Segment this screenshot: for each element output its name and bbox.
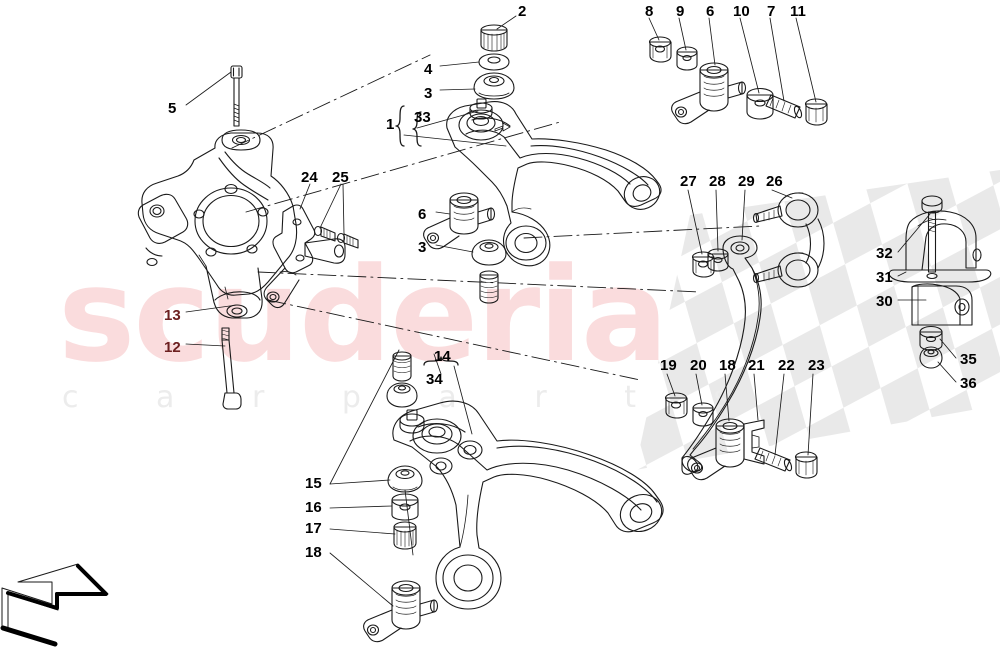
part-19-flange-nut	[664, 392, 688, 419]
part-21-retaining-bracket	[743, 419, 765, 465]
part-22-stud-bolt	[754, 447, 793, 472]
part-23-cap-nut	[794, 451, 818, 479]
part-4-washer	[478, 53, 510, 71]
callout-1[interactable]: 1	[386, 116, 395, 133]
callout-3b[interactable]: 3	[418, 239, 427, 256]
callout-2[interactable]: 2	[518, 3, 527, 20]
centerline-stabilizer	[523, 225, 761, 239]
part-36-nut	[919, 346, 943, 369]
callout-36[interactable]: 36	[960, 375, 977, 392]
callout-16[interactable]: 16	[305, 499, 322, 516]
part-2-nut	[480, 24, 508, 52]
part-32-bracket-bolt	[921, 195, 943, 273]
part-35-washer	[919, 325, 943, 351]
part-steering-knuckle	[137, 129, 298, 319]
part-34-upper-screw	[392, 351, 412, 382]
part-10-large-washer	[746, 87, 774, 120]
part-27-stabilizer-nut	[691, 251, 715, 278]
part-20-washer	[692, 402, 714, 427]
callout-14[interactable]: 14	[434, 348, 451, 365]
callout-26[interactable]: 26	[766, 173, 783, 190]
callout-19[interactable]: 19	[660, 357, 677, 374]
part-31-stabilizer-bracket	[888, 210, 992, 283]
part-5-upper-bolt	[230, 65, 243, 127]
callout-23[interactable]: 23	[808, 357, 825, 374]
part-1-upper-control-arm	[446, 101, 662, 267]
part-12-knuckle-bolt	[221, 327, 242, 410]
callout-24[interactable]: 24	[301, 169, 318, 186]
part-18-lower-bushing	[363, 580, 439, 643]
callout-12[interactable]: 12	[164, 339, 181, 356]
part-26-stabilizer-link	[752, 192, 825, 288]
part-8-flange-nut	[648, 36, 672, 63]
part-3b-bushing-seat	[471, 239, 507, 266]
part-3b-screw	[479, 270, 499, 304]
callout-27[interactable]: 27	[680, 173, 697, 190]
callout-6b[interactable]: 6	[418, 206, 427, 223]
part-6b-front-bushing	[423, 192, 496, 250]
callout-9[interactable]: 9	[676, 3, 685, 20]
callout-29[interactable]: 29	[738, 173, 755, 190]
callout-11[interactable]: 11	[790, 3, 806, 20]
callout-21[interactable]: 21	[748, 357, 765, 374]
callout-6[interactable]: 6	[706, 3, 715, 20]
centerline-upper	[231, 54, 561, 213]
part-18b-rear-bushing	[687, 418, 745, 481]
part-17-nut	[393, 521, 417, 550]
callout-13[interactable]: 13	[164, 307, 181, 324]
part-28-stabilizer-washer	[707, 248, 729, 272]
callout-17[interactable]: 17	[305, 520, 322, 537]
callout-25[interactable]: 25	[332, 169, 349, 186]
callout-22[interactable]: 22	[778, 357, 795, 374]
part-30-stabilizer-bushing	[911, 283, 973, 326]
part-33-ball-joint	[469, 98, 493, 120]
callout-18b[interactable]: 18	[719, 357, 736, 374]
forward-direction-arrow	[0, 563, 109, 647]
callout-20[interactable]: 20	[690, 357, 707, 374]
part-24-steering-arm	[263, 204, 346, 309]
callout-4[interactable]: 4	[424, 61, 433, 78]
part-14-lower-control-arm	[392, 400, 664, 610]
part-25-bracket-bolts	[313, 225, 359, 249]
centerline-lower	[257, 271, 701, 381]
part-15-boot	[387, 465, 423, 493]
callout-8[interactable]: 8	[645, 3, 654, 20]
part-3-bushing	[473, 72, 515, 100]
callout-5[interactable]: 5	[168, 100, 177, 117]
part-11-cap-nut	[804, 98, 828, 126]
leader-lines	[185, 15, 957, 607]
callout-3[interactable]: 3	[424, 85, 433, 102]
callout-10[interactable]: 10	[733, 3, 750, 20]
callout-34[interactable]: 34	[426, 371, 443, 388]
callout-33[interactable]: 33	[414, 109, 431, 126]
callout-18[interactable]: 18	[305, 544, 322, 561]
callout-31[interactable]: 31	[876, 269, 893, 286]
callout-15[interactable]: 15	[305, 475, 322, 492]
callout-28[interactable]: 28	[709, 173, 726, 190]
part-29-stabilizer-bar	[681, 235, 762, 475]
part-6-rear-bushing	[671, 62, 747, 125]
part-34-boot	[386, 382, 418, 408]
brace-1	[395, 105, 405, 147]
callout-32[interactable]: 32	[876, 245, 893, 262]
callout-35[interactable]: 35	[960, 351, 977, 368]
watermark-brand: scuderia	[58, 239, 669, 391]
callout-7[interactable]: 7	[767, 3, 776, 20]
part-9-washer	[676, 46, 698, 71]
watermark-tagline: c a r p a r t s	[62, 380, 764, 415]
part-16-washer	[391, 493, 419, 521]
part-34-ball-joint	[399, 409, 425, 434]
callout-30[interactable]: 30	[876, 293, 893, 310]
part-7-stud-bolt	[765, 94, 803, 119]
